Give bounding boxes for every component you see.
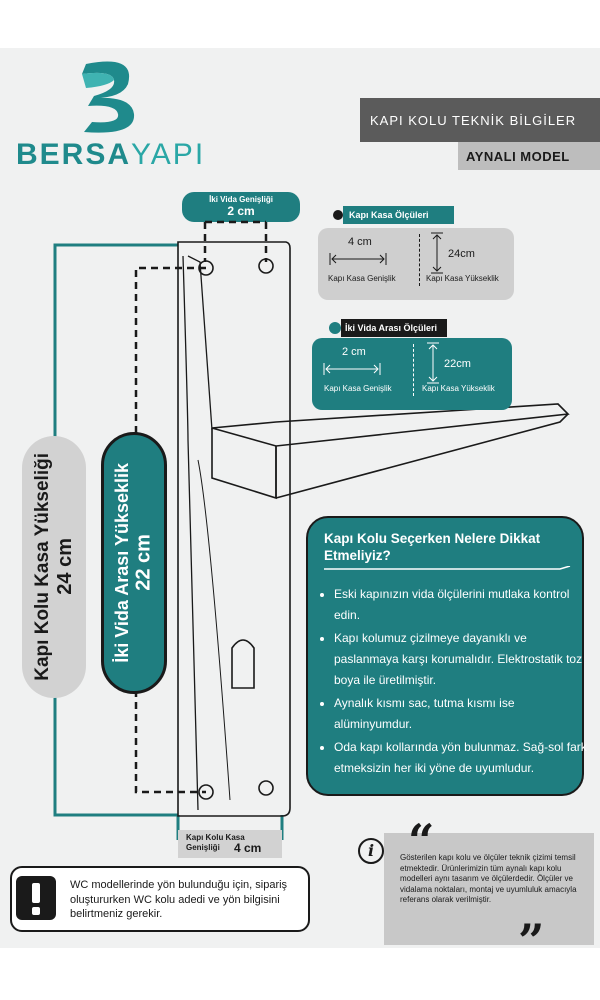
screw-hole-top-left [198, 260, 214, 276]
tips-title: Kapı Kolu Seçerken Nelere Dikkat Etmeliy… [324, 531, 541, 563]
wc-warning-text: WC modellerinde yön bulunduğu için, sipa… [70, 879, 288, 920]
frame-height-pill-text: Kapı Kolu Kasa Yükseliği 24 cm [32, 453, 77, 681]
frame-card-tag-text: Kapı Kasa Ölçüleri [343, 206, 454, 224]
disclaimer-text: Gösterilen kapı kolu ve ölçüler teknik ç… [400, 853, 577, 904]
screw-height-pill-label: İki Vida Arası Yükseklik [112, 463, 133, 663]
info-icon: i [358, 838, 384, 864]
screw-height-value: 22cm [444, 358, 471, 370]
screw-width-value: 2 cm [342, 346, 366, 358]
frame-width-value: 4 cm [348, 236, 372, 248]
bottom-width-label: Kapı Kolu Kasa Genişliği 4 cm [178, 830, 282, 858]
tips-item: Eski kapınızın vida ölçülerini mutlaka k… [334, 584, 592, 626]
screw-hole-bottom-right [258, 780, 274, 796]
brand-logo [82, 61, 135, 133]
screw-height-guide [134, 266, 206, 794]
frame-card-tag: Kapı Kasa Ölçüleri [333, 206, 454, 224]
screw-hole-top-right [258, 258, 274, 274]
brand-name-part1: BERSA [16, 138, 132, 171]
backplate-outline [177, 241, 291, 817]
close-quote-icon: ” [518, 914, 545, 968]
screw-width-top-label: İki Vida Genişliği [209, 195, 273, 204]
screw-card-tag-text: İki Vida Arası Ölçüleri [341, 319, 447, 337]
screw-height-label: Kapı Kasa Yükseklik [422, 384, 495, 393]
screw-height-pill-value: 22 cm [132, 534, 155, 592]
screw-card: 2 cm Kapı Kasa Genişlik 22cm Kapı Kasa Y… [312, 338, 512, 410]
frame-height-value: 24cm [448, 248, 475, 260]
frame-width-label: Kapı Kasa Genişlik [328, 274, 396, 283]
page-title: KAPI KOLU TEKNİK BİLGİLER [360, 98, 600, 142]
brand-name-part2: YAPI [131, 138, 206, 171]
frame-height-pill-label: Kapı Kolu Kasa Yükseliği [31, 453, 53, 681]
tips-item: Oda kapı kollarında yön bulunmaz. Sağ-so… [334, 737, 592, 779]
frame-height-label: Kapı Kasa Yükseklik [426, 274, 499, 283]
bottom-width-label-line1: Kapı Kolu Kasa [186, 833, 245, 842]
frame-card: 4 cm Kapı Kasa Genişlik 24cm Kapı Kasa Y… [318, 228, 514, 300]
bottom-width-label-line2: Genişliği [186, 843, 220, 852]
bottom-width-value: 4 cm [234, 841, 262, 855]
screw-hole-bottom-left [198, 784, 214, 800]
lever-handle [211, 403, 570, 447]
frame-height-pill-value: 24 cm [53, 538, 76, 596]
tips-item: Aynalık kısmı sac, tutma kısmı ise alümi… [334, 693, 592, 735]
tips-item: Kapı kolumuz çizilmeye dayanıklı ve pasl… [334, 628, 592, 691]
screw-height-pill-text: İki Vida Arası Yükseklik 22 cm [112, 463, 156, 663]
exclamation-icon [16, 876, 56, 920]
tips-panel: Kapı Kolu Seçerken Nelere Dikkat Etmeliy… [306, 516, 587, 796]
open-quote-icon: “ [408, 814, 435, 868]
screw-card-tag: İki Vida Arası Ölçüleri [329, 319, 447, 337]
disclaimer-note: “ Gösterilen kapı kolu ve ölçüler teknik… [384, 818, 594, 964]
screw-width-label: Kapı Kasa Genişlik [324, 384, 392, 393]
infographic-canvas [0, 48, 600, 948]
screw-height-pill: İki Vida Arası Yükseklik 22 cm [101, 432, 167, 694]
wc-warning: WC modellerinde yön bulunduğu için, sipa… [10, 866, 310, 932]
keyhole [231, 639, 255, 689]
model-badge: AYNALI MODEL [458, 142, 600, 170]
screw-width-top-badge: İki Vida Genişliği 2 cm [182, 192, 300, 222]
screw-width-top-value: 2 cm [227, 204, 255, 218]
tips-list: Eski kapınızın vida ölçülerini mutlaka k… [320, 584, 592, 781]
frame-height-pill: Kapı Kolu Kasa Yükseliği 24 cm [22, 436, 86, 698]
brand-name: BERSAYAPI [16, 138, 205, 172]
